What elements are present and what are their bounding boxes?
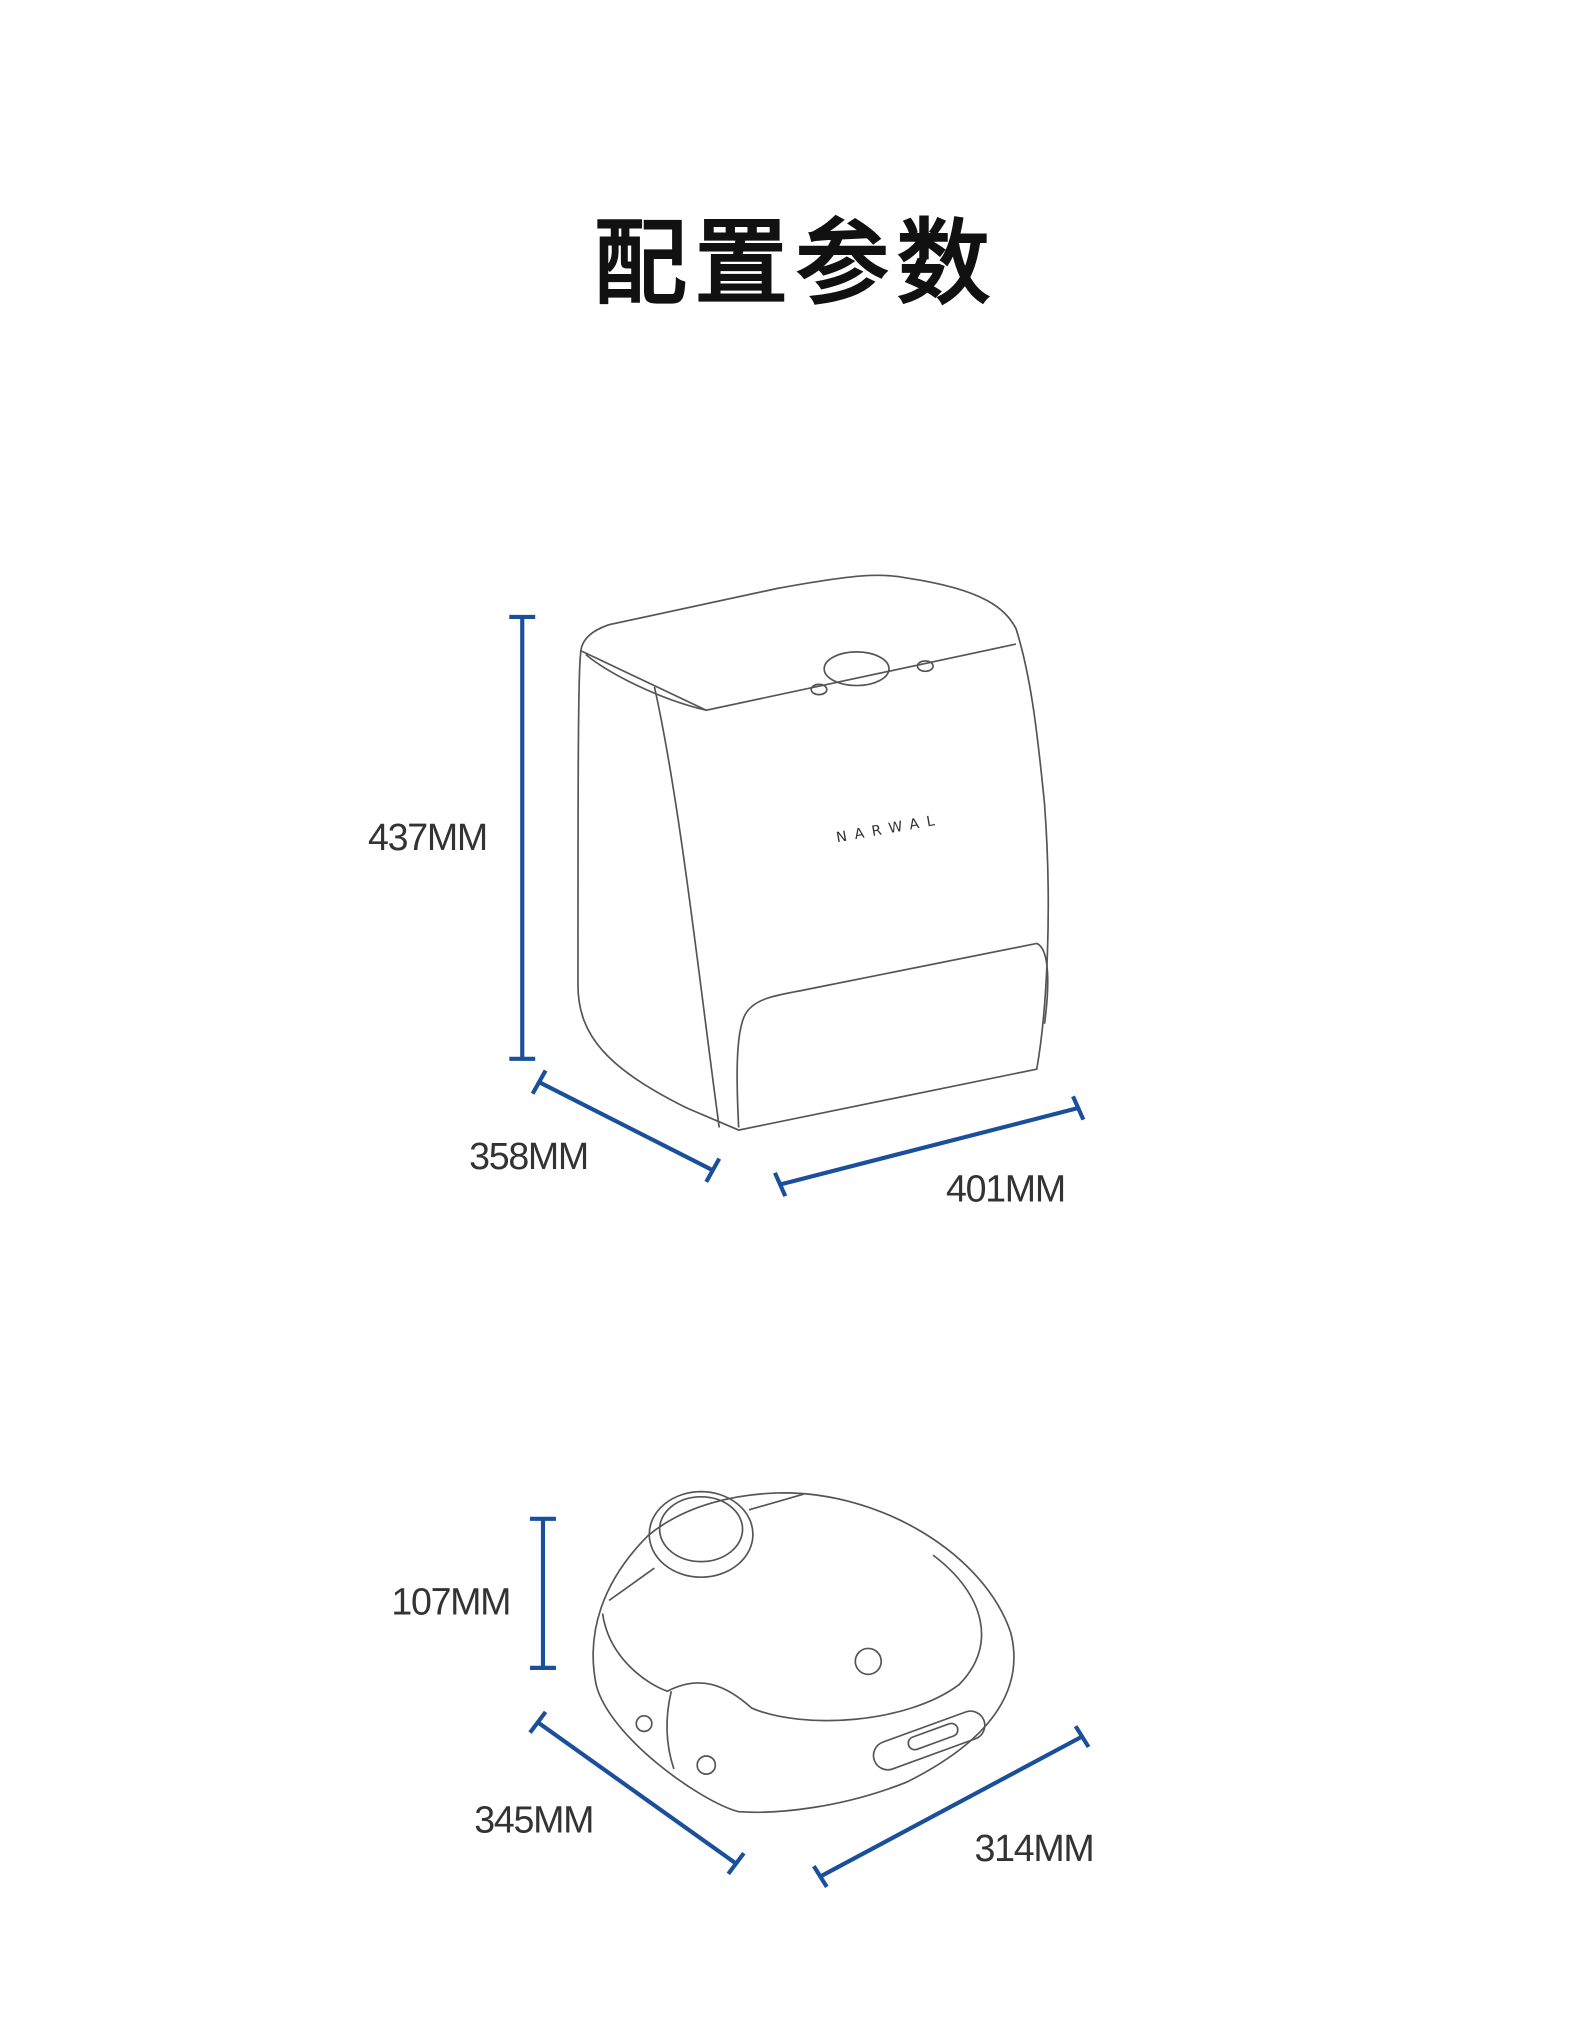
robot-height-dimension: [530, 1516, 556, 1670]
base-width-label: 401MM: [946, 1167, 1065, 1209]
robot-illustration: [592, 1490, 1015, 1814]
page-title: 配置参数: [594, 210, 998, 319]
base-depth-label: 358MM: [469, 1135, 588, 1177]
robot-depth-dimension: [528, 1710, 746, 1876]
button-icon: [823, 651, 890, 687]
robot-width-label: 314MM: [975, 1827, 1094, 1869]
base-width-dimension: [773, 1095, 1086, 1198]
base-height-label: 437MM: [368, 816, 487, 858]
robot-height-label: 107MM: [391, 1581, 510, 1623]
base-depth-dimension: [530, 1069, 722, 1183]
robot-width-dimension: [812, 1725, 1091, 1888]
base-height-dimension: [509, 614, 536, 1061]
base-station-illustration: NARWAL: [577, 574, 1050, 1131]
narwal-logo: NARWAL: [835, 812, 944, 846]
robot-depth-label: 345MM: [474, 1798, 593, 1840]
